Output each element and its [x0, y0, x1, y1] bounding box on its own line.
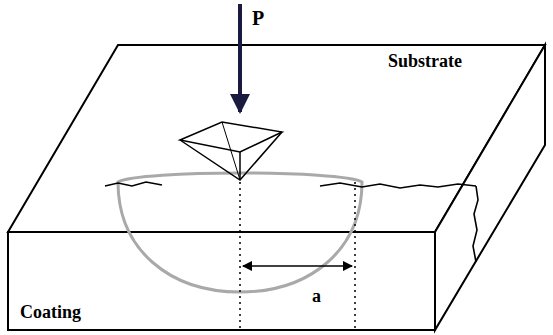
plastic-zone	[118, 173, 362, 292]
indenter	[180, 122, 282, 152]
load-label: P	[252, 8, 264, 28]
layer-label: Substrate	[388, 52, 462, 70]
indenter-edge	[239, 152, 241, 180]
side-crack	[473, 186, 478, 262]
dotted-line	[354, 182, 356, 330]
side-face	[435, 45, 545, 330]
dotted-line	[239, 182, 241, 330]
load-arrow	[238, 4, 242, 112]
dimension-label: a	[312, 287, 321, 305]
surface-crack	[105, 182, 476, 188]
indenter-edges	[180, 132, 282, 180]
front-face	[8, 232, 435, 330]
dimension-arrow	[243, 265, 352, 267]
layer-label: Coating	[20, 303, 81, 321]
indenter-edge	[222, 122, 240, 180]
